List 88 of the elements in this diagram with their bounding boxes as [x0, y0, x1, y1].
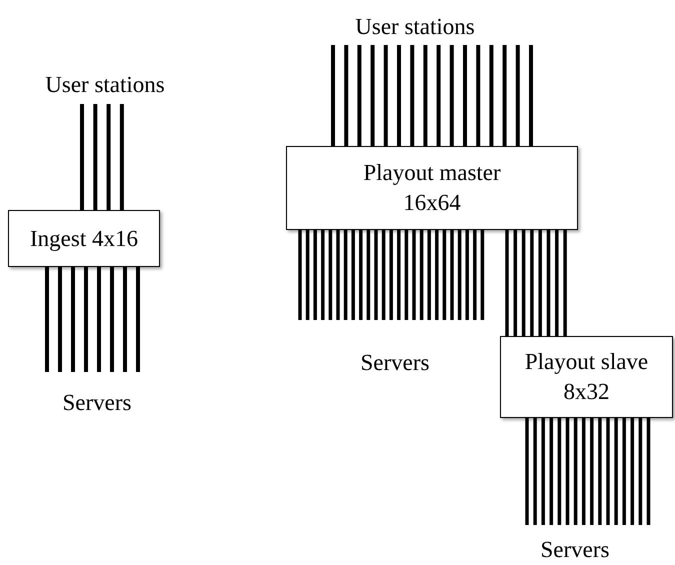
cable-line	[533, 418, 537, 525]
cable-line	[110, 267, 114, 372]
cable-line	[473, 230, 477, 320]
cable-line	[555, 230, 559, 336]
switch-label: Playout slave 8x32	[524, 348, 650, 406]
cable-line	[465, 230, 469, 320]
cable-line	[420, 230, 424, 320]
cable-line	[359, 230, 363, 320]
cable-line	[476, 45, 480, 146]
cable-line	[412, 230, 416, 320]
endpoint-label: Servers	[360, 349, 430, 377]
cable-line	[502, 45, 507, 146]
cable-line	[538, 230, 542, 336]
cable-line	[514, 230, 518, 336]
cable-line	[321, 230, 325, 320]
switch-box	[8, 210, 160, 267]
cable-line	[442, 230, 446, 320]
cable-line	[590, 418, 594, 525]
cable-line	[516, 45, 520, 146]
cable-line	[389, 230, 393, 320]
cable-line	[71, 267, 75, 372]
cable-line	[435, 230, 439, 320]
cable-line	[423, 45, 428, 146]
cable-line	[622, 418, 626, 525]
cable-line	[80, 104, 84, 210]
cable-line	[582, 418, 586, 525]
cable-line	[331, 45, 335, 146]
cable-line	[357, 45, 362, 146]
cable-line	[505, 230, 509, 336]
cable-line	[404, 230, 408, 320]
cable-line	[563, 230, 567, 336]
endpoint-label: User stations	[45, 71, 165, 99]
cable-line	[397, 230, 401, 320]
cable-line	[366, 230, 370, 320]
cable-line	[450, 45, 454, 146]
cable-line	[382, 230, 386, 320]
endpoint-label: Servers	[62, 389, 132, 417]
switch-box	[286, 146, 578, 230]
cable-line	[120, 104, 124, 210]
cable-line	[630, 418, 634, 525]
cable-line	[489, 45, 494, 146]
cable-line	[397, 45, 401, 146]
cable-line	[638, 418, 642, 525]
cable-line	[45, 267, 49, 372]
cable-line	[84, 267, 88, 372]
cable-line	[525, 418, 529, 525]
switch-label: Ingest 4x16	[30, 224, 138, 253]
cable-line	[598, 418, 602, 525]
switch-label: Playout master 16x64	[362, 159, 502, 217]
endpoint-label: Servers	[540, 536, 610, 564]
switch-box	[500, 336, 673, 418]
cable-line	[336, 230, 340, 320]
cable-line	[566, 418, 570, 525]
cable-line	[97, 267, 101, 372]
cable-line	[522, 230, 526, 336]
cable-line	[436, 45, 441, 146]
cable-line	[541, 418, 545, 525]
cable-line	[58, 267, 62, 372]
cable-line	[427, 230, 431, 320]
cable-line	[529, 45, 533, 146]
cable-line	[93, 104, 98, 210]
cable-line	[298, 230, 302, 320]
cable-line	[546, 230, 550, 336]
cable-line	[370, 45, 375, 146]
cable-line	[313, 230, 317, 320]
cable-line	[410, 45, 414, 146]
cable-line	[136, 267, 140, 372]
cable-line	[614, 418, 618, 525]
cable-line	[328, 230, 332, 320]
endpoint-label: User stations	[355, 13, 475, 41]
cable-line	[374, 230, 378, 320]
cable-line	[450, 230, 454, 320]
cable-line	[384, 45, 388, 146]
cable-line	[106, 104, 111, 210]
cable-line	[606, 418, 610, 525]
cable-line	[306, 230, 310, 320]
cable-line	[344, 230, 348, 320]
cable-line	[344, 45, 348, 146]
cable-line	[480, 230, 484, 320]
cable-line	[530, 230, 534, 336]
cable-line	[574, 418, 578, 525]
cable-line	[458, 230, 462, 320]
cable-line	[558, 418, 562, 525]
cable-line	[123, 267, 127, 372]
cable-line	[463, 45, 467, 146]
cable-line	[550, 418, 554, 525]
cable-line	[351, 230, 355, 320]
cable-line	[646, 418, 650, 525]
